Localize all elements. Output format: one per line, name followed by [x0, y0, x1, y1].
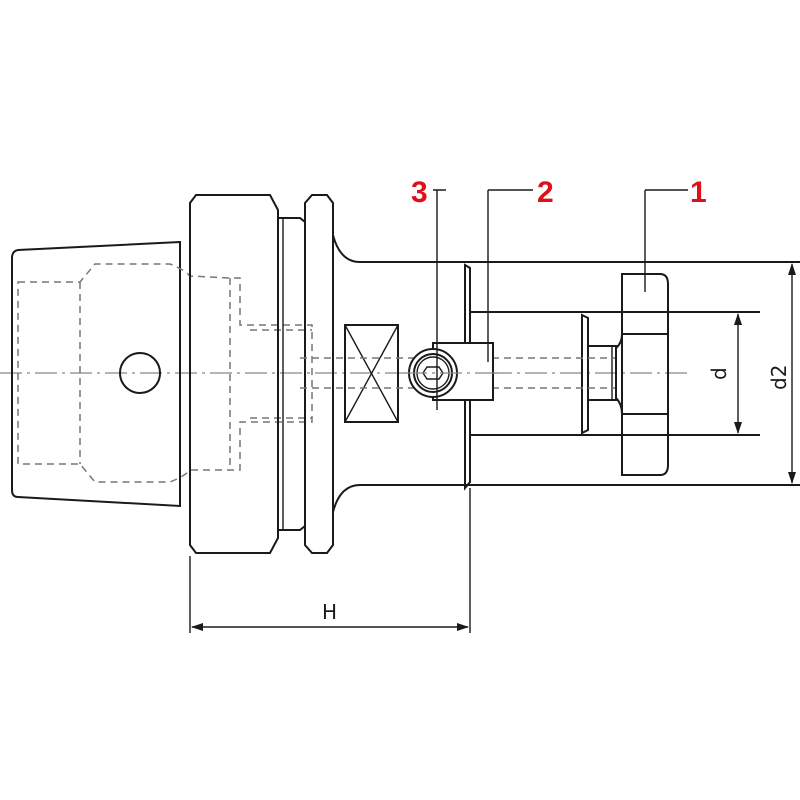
- dim-d-label: d: [707, 367, 731, 380]
- leader-1: [644, 189, 688, 292]
- wrench-flat: [344, 324, 399, 423]
- nut-fillet: [615, 333, 623, 415]
- flange: [189, 194, 279, 554]
- face-disc: [464, 263, 471, 491]
- shank-top: [332, 234, 800, 263]
- groove: [278, 217, 306, 531]
- leader-2: [487, 189, 533, 362]
- leader-3: [433, 189, 446, 410]
- callout-2: 2: [537, 176, 554, 209]
- screw-head: [587, 345, 617, 401]
- cross-hole: [119, 352, 161, 394]
- dim-h-label: H: [322, 600, 337, 624]
- shank-bottom: [332, 484, 800, 513]
- hidden-bore: [17, 263, 313, 483]
- flat-cross: [344, 324, 399, 423]
- second-flange: [304, 194, 334, 554]
- callout-1: 1: [690, 176, 707, 209]
- dim-d2-label: d2: [767, 365, 791, 390]
- taper-shank: [11, 240, 181, 508]
- nut: [621, 273, 669, 476]
- collar: [581, 313, 589, 435]
- callout-3: 3: [411, 176, 428, 209]
